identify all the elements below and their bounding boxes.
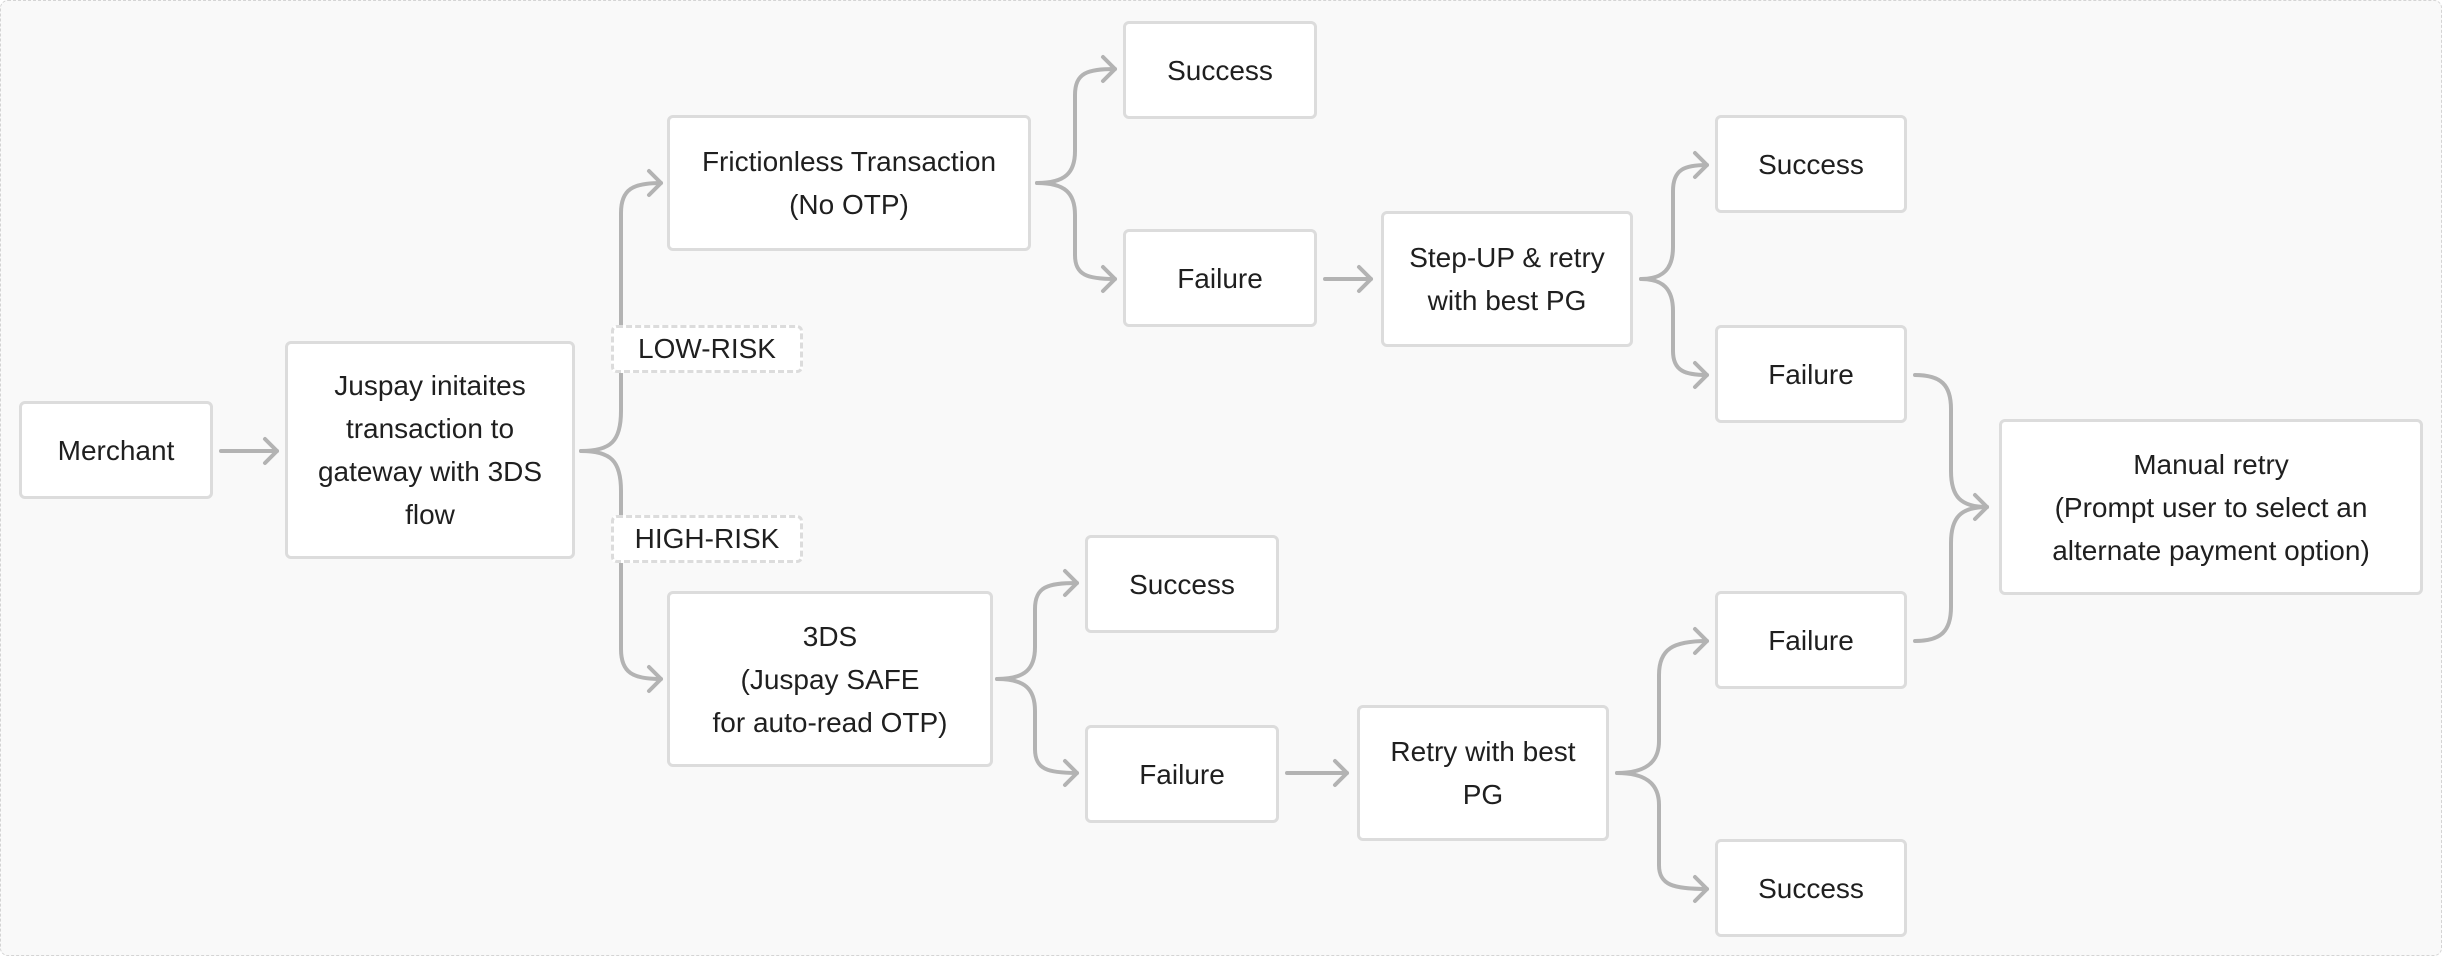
- edge-retry-to-success: [1615, 771, 1709, 891]
- juspay-initiates-node: Juspay initaites transaction to gateway …: [285, 341, 575, 559]
- edge-retry-to-failure: [1615, 639, 1709, 775]
- edge-3ds-to-failure: [995, 677, 1079, 775]
- three-ds-success-node: Success: [1085, 535, 1279, 633]
- arrowhead: [1333, 759, 1349, 787]
- arrowhead: [1693, 361, 1709, 389]
- edge-stepup-to-failure: [1639, 277, 1709, 377]
- arrowhead: [1693, 627, 1709, 655]
- edge-stepup-to-success: [1639, 163, 1709, 281]
- merchant-node: Merchant: [19, 401, 213, 499]
- retry-failure-node: Failure: [1715, 591, 1907, 689]
- high-risk-label: HIGH-RISK: [611, 515, 803, 563]
- edge-retry-failure-to-manual: [1913, 505, 1989, 643]
- manual-retry-node: Manual retry (Prompt user to select an a…: [1999, 419, 2423, 595]
- frictionless-success-node: Success: [1123, 21, 1317, 119]
- edge-3ds-to-success: [995, 581, 1079, 681]
- frictionless-transaction-node: Frictionless Transaction (No OTP): [667, 115, 1031, 251]
- stepup-success-node: Success: [1715, 115, 1907, 213]
- arrowhead: [1693, 151, 1709, 179]
- low-risk-label: LOW-RISK: [611, 325, 803, 373]
- stepup-retry-node: Step-UP & retry with best PG: [1381, 211, 1633, 347]
- arrowhead: [1357, 265, 1373, 293]
- edge-frictionless-to-failure: [1035, 181, 1117, 281]
- retry-best-pg-node: Retry with best PG: [1357, 705, 1609, 841]
- three-ds-node: 3DS (Juspay SAFE for auto-read OTP): [667, 591, 993, 767]
- edge-stepup-failure-to-manual: [1913, 373, 1989, 509]
- arrowhead: [1101, 55, 1117, 83]
- three-ds-failure-node: Failure: [1085, 725, 1279, 823]
- edge-juspay-to-frictionless: [579, 181, 663, 453]
- arrowhead: [1063, 569, 1079, 597]
- arrowhead: [647, 665, 663, 693]
- arrowhead: [263, 437, 279, 465]
- frictionless-failure-node: Failure: [1123, 229, 1317, 327]
- stepup-failure-node: Failure: [1715, 325, 1907, 423]
- arrowhead: [1693, 875, 1709, 903]
- edge-frictionless-to-success: [1035, 67, 1117, 185]
- retry-success-node: Success: [1715, 839, 1907, 937]
- arrowhead: [1063, 759, 1079, 787]
- edge-juspay-to-3ds: [579, 449, 663, 681]
- arrowhead: [1101, 265, 1117, 293]
- arrowhead: [647, 169, 663, 197]
- arrowhead: [1973, 493, 1989, 521]
